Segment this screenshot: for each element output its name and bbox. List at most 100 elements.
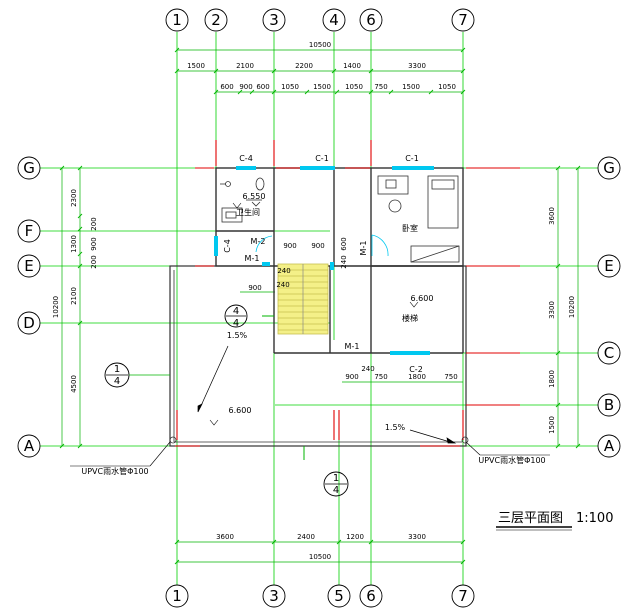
window-c1-right: C-1 [405,154,419,163]
slope-left: 1.5% [227,331,248,340]
door-m1-right: M-1 [359,241,368,256]
dim-top-total: 10500 [309,41,331,49]
axis-row-left-G-bubble [17,156,41,180]
dim-top-r3: 1050 [281,83,299,91]
door-m2: M-2 [251,237,266,246]
axis-col-bottom-6-label: 6 [366,587,376,605]
dim-left: 900 [90,237,98,250]
section-mark-c-den: 4 [333,485,339,496]
room-bedroom: 卧室 [402,223,418,233]
dim-left-total: 10200 [52,296,60,318]
dim-bottom: 2400 [297,533,315,541]
dim-top-r3: 1500 [313,83,331,91]
door-m1-bottom: M-1 [345,342,360,351]
dim-left: 200 [90,255,98,268]
dim-left: 1300 [70,235,78,253]
dim-top-r3: 600 [256,83,269,91]
slope-right: 1.5% [385,423,406,432]
axis-row-right-B-label: B [604,396,614,414]
dim-right: 1800 [548,370,556,388]
dim-right: 3300 [548,301,556,319]
window-c2: C-2 [409,365,423,374]
dim-gap: 240 [340,255,348,268]
axis-col-top-4-bubble [322,8,346,32]
axis-col-top-1-label: 1 [172,11,182,29]
axis-row-left-F-bubble [17,219,41,243]
wardrobe-icon [410,245,460,263]
room-bathroom: 卫生间 [236,207,260,217]
dim-right-total: 10200 [568,296,576,318]
dim-top-r2: 2200 [295,62,313,70]
axis-col-bottom-6-bubble [359,584,383,608]
window-c4-side: C-4 [223,239,232,253]
dim-left: 4500 [70,375,78,393]
door-swings [255,234,389,257]
door-m1-left: M-1 [245,254,260,263]
dim-c2-b: 1800 [408,373,426,381]
stair [277,263,329,335]
axis-row-right-C-bubble [597,341,621,365]
drawing-scale: 1:100 [576,511,613,526]
dim-left: 2300 [70,189,78,207]
dim-top-r3: 600 [220,83,233,91]
dim-top-r3: 900 [239,83,252,91]
drain-pipe-right: UPVC雨水管Φ100 [478,455,545,465]
axis-col-bottom-3-label: 3 [269,587,279,605]
stairwell-level: 6.600 [411,294,434,303]
axis-col-top-3-bubble [262,8,286,32]
axis-row-right-B-bubble [597,393,621,417]
room-stairwell: 楼梯 [402,313,418,323]
axis-col-bottom-7-bubble [451,584,475,608]
dim-c2-c: 750 [444,373,457,381]
sink-icon [221,207,243,223]
axis-col-top-2-bubble [204,8,228,32]
axis-row-left-F-label: F [25,222,34,240]
bathroom-level: 6.550 [243,192,266,201]
dim-stair-w: 240 [276,281,289,289]
dim-top-r3: 750 [374,83,387,91]
dim-bottom: 3600 [216,533,234,541]
toilet-icon [255,177,265,191]
axis-row-left-A-bubble [17,434,41,458]
dim-top-r2: 3300 [408,62,426,70]
axis-row-right-A-bubble [597,434,621,458]
dimension-ticks [59,47,581,565]
dim-top-r2: 1500 [187,62,205,70]
dims-interior: 900 900 900 240 240 600 900 240 750 1800… [248,237,457,381]
section-mark-c-num: 1 [333,473,339,484]
room-labels: 卫生间 6.550 卧室 楼梯 6.600 6.600 1.5% 1.5% UP… [81,192,545,476]
axis-row-right-E-label: E [604,257,613,275]
dim-c2-left: 900 [345,373,358,381]
drain-leaders [70,202,550,467]
dim-opening: 600 [340,237,348,250]
fixtures [169,175,469,444]
section-mark-a: 4 4 [224,304,248,329]
dim-right: 3600 [548,207,556,225]
stair-number: 240 [277,267,290,275]
axis-row-left-A-label: A [24,437,35,455]
axis-col-top-7-label: 7 [458,11,468,29]
bed-icon [427,175,459,229]
drawing-title-block: 三层平面图 1:100 [496,511,613,531]
axis-col-top-1-bubble [165,8,189,32]
drain-pipe-left: UPVC雨水管Φ100 [81,466,148,476]
axis-col-bottom-5-label: 5 [334,587,344,605]
window-c4-top: C-4 [239,154,253,163]
axis-col-top-3-label: 3 [269,11,279,29]
axis-col-bottom-1-bubble [165,584,189,608]
window-c1-mid: C-1 [315,154,329,163]
windows-glazing [214,166,434,355]
section-mark-b: 1 4 [104,362,170,388]
axis-row-right-G-label: G [603,159,615,177]
slope-arrows [197,345,457,444]
dims-left: 2300 200 1300 900 200 2100 4500 10200 [52,189,98,393]
axis-col-bottom-1-label: 1 [172,587,182,605]
axis-row-right-E-bubble [597,254,621,278]
axis-row-left-G-label: G [23,159,35,177]
chair-icon [388,199,402,213]
dim-right: 1500 [548,416,556,434]
opening-labels: C-4 C-1 C-1 C-4 C-2 M-2 M-1 M-1 M-1 [223,154,423,374]
section-cut [262,315,305,460]
dims-top: 10500 1500 2100 2200 1400 3300 600 900 6… [187,41,456,91]
